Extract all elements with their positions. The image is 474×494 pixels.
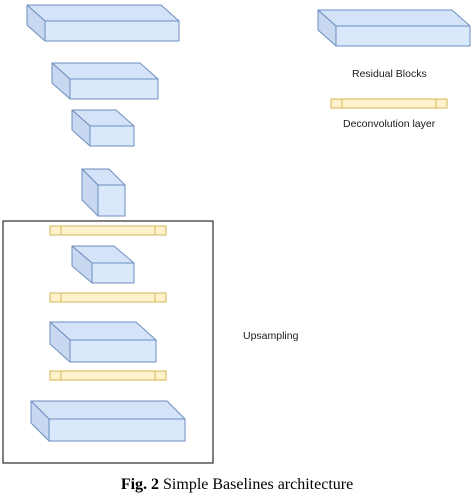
upsampling-block-3-top — [30, 400, 186, 420]
upsampling-block-3 — [30, 400, 186, 442]
upsampling-block-3-front — [48, 418, 186, 442]
residual-block-3 — [71, 109, 135, 147]
legend-residual-block-front — [335, 25, 471, 47]
upsampling-block-1-front — [91, 262, 135, 284]
residual-block-2 — [51, 62, 159, 100]
deconv-layer-1 — [49, 225, 167, 236]
deconv-layer-3-body — [49, 370, 167, 381]
deconv-layer-2-body — [49, 292, 167, 303]
legend-residual-block — [317, 9, 471, 47]
upsampling-frame — [2, 220, 214, 464]
residual-block-3-front — [89, 125, 135, 147]
residual-block-1-top — [26, 4, 180, 22]
legend-deconv-bar — [330, 98, 448, 109]
upsampling-label: Upsampling — [243, 330, 299, 342]
residual-block-4-front — [97, 184, 126, 217]
caption-text: Simple Baselines architecture — [163, 476, 354, 493]
figure-caption: Fig. 2 Simple Baselines architecture — [0, 476, 474, 494]
deconv-layer-1-body — [49, 225, 167, 236]
residual-block-1-front — [44, 20, 180, 42]
legend-residual-label: Residual Blocks — [352, 68, 427, 80]
residual-block-1 — [26, 4, 180, 42]
residual-block-4 — [81, 168, 126, 217]
residual-block-2-front — [69, 78, 159, 100]
upsampling-block-1 — [71, 245, 135, 284]
deconv-layer-3 — [49, 370, 167, 381]
deconv-layer-2 — [49, 292, 167, 303]
diagram-canvas — [2, 4, 471, 464]
upsampling-block-2 — [49, 321, 157, 363]
legend-deconv-label: Deconvolution layer — [343, 118, 436, 130]
upsampling-block-2-front — [69, 339, 157, 363]
legend-deconv-bar-body — [330, 98, 448, 109]
legend-residual-block-top — [317, 9, 471, 27]
caption-prefix: Fig. 2 — [120, 476, 160, 493]
